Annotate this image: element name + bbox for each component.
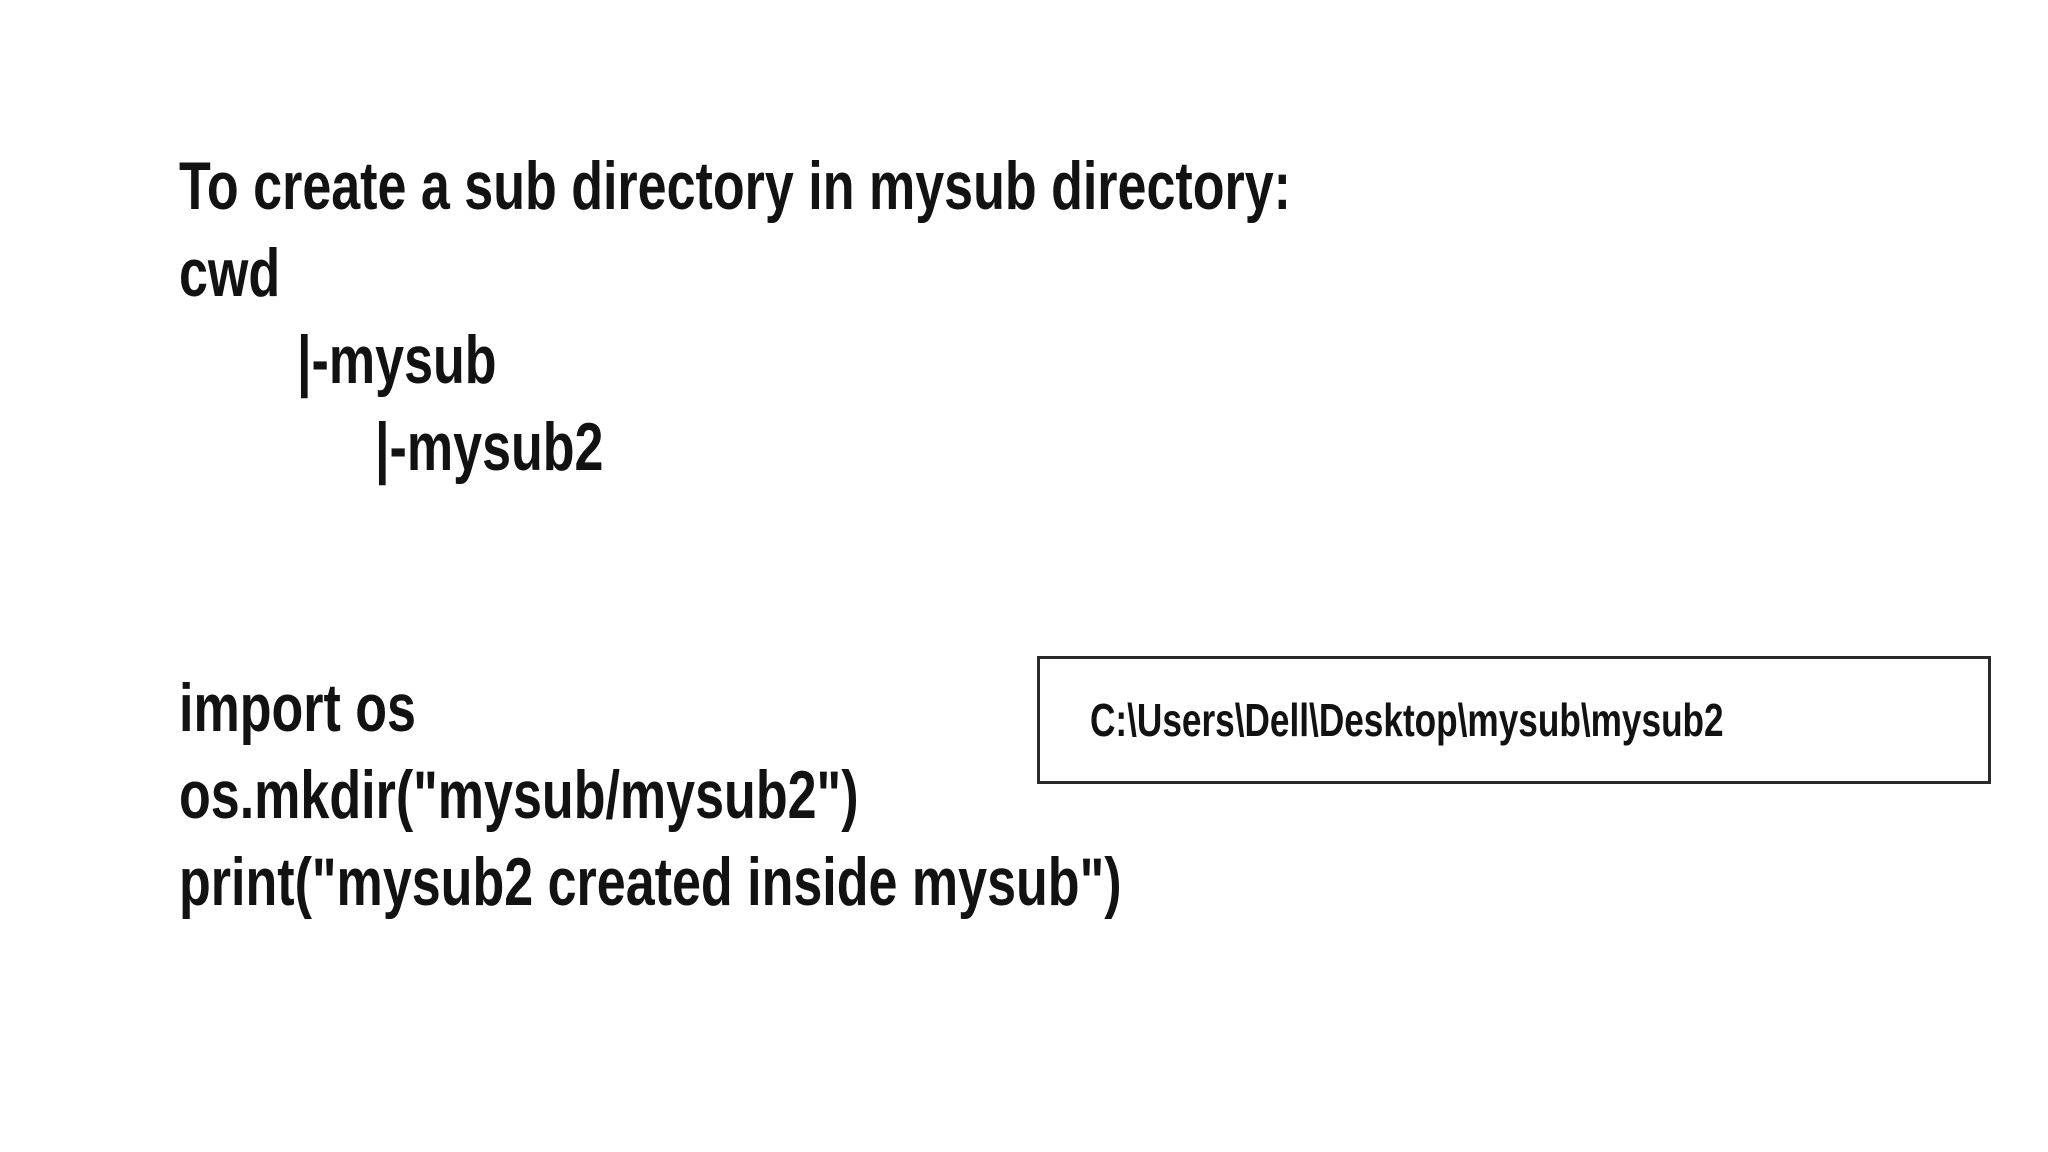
tree-child-mysub-label: |-mysub	[297, 322, 497, 398]
tree-child-line: |-mysub	[66, 230, 1633, 398]
tree-root-line: cwd	[66, 143, 1633, 311]
tree-grandchild-mysub2-label: |-mysub2	[375, 409, 604, 485]
output-path-text: C:\Users\Dell\Desktop\mysub\mysub2	[1090, 694, 1724, 746]
code-print-text: print("mysub2 created inside mysub")	[179, 844, 1122, 920]
code-import-os-text: import os	[179, 670, 417, 746]
tree-root-label: cwd	[179, 235, 281, 311]
code-mkdir-text: os.mkdir("mysub/mysub2")	[179, 757, 859, 833]
code-line-import: import os	[66, 578, 1633, 746]
code-line-print: print("mysub2 created inside mysub")	[66, 752, 1633, 920]
output-box: C:\Users\Dell\Desktop\mysub\mysub2	[1037, 656, 1991, 784]
tree-grandchild-line: |-mysub2	[66, 317, 1633, 485]
code-line-mkdir: os.mkdir("mysub/mysub2")	[66, 665, 1633, 833]
slide-text-column: To create a sub directory in mysub direc…	[66, 56, 1633, 920]
slide-title-line: To create a sub directory in mysub direc…	[66, 56, 1633, 224]
slide-title: To create a sub directory in mysub direc…	[179, 148, 1292, 224]
